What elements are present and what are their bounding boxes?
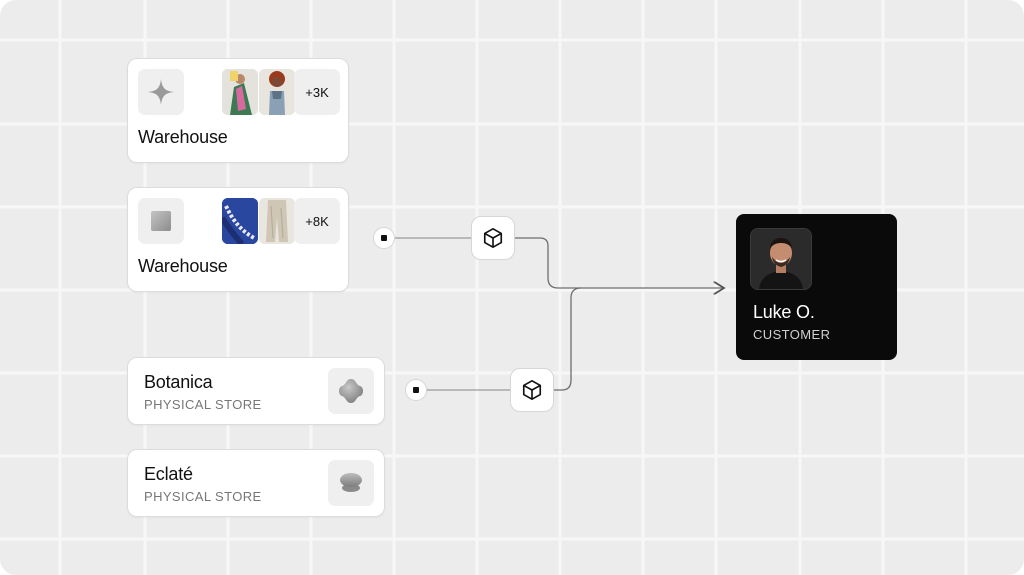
product-thumbnail — [259, 69, 295, 115]
connector-port[interactable] — [405, 379, 427, 401]
avatar — [750, 228, 812, 290]
item-count-badge: +3K — [294, 69, 340, 115]
store-type: PHYSICAL STORE — [144, 397, 262, 412]
product-thumbnail — [222, 198, 258, 244]
customer-name: Luke O. — [753, 302, 815, 322]
package-icon[interactable] — [471, 216, 515, 260]
product-thumbnail — [259, 198, 295, 244]
flow-line-bottom-bend — [554, 287, 582, 391]
store-type: PHYSICAL STORE — [144, 489, 262, 504]
package-icon[interactable] — [510, 368, 554, 412]
sparkle-icon — [138, 69, 184, 115]
stacked-disc-icon — [328, 460, 374, 506]
square-icon — [138, 198, 184, 244]
warehouse-title: Warehouse — [138, 127, 228, 147]
flow-line-top-bend — [515, 237, 724, 288]
product-thumbnail — [222, 69, 258, 115]
store-name: Botanica — [144, 372, 213, 392]
store-name: Eclaté — [144, 464, 193, 484]
warehouse-card-1[interactable]: +3K Warehouse — [127, 58, 349, 163]
customer-card[interactable]: Luke O. CUSTOMER — [736, 214, 897, 360]
item-count-badge: +8K — [294, 198, 340, 244]
store-card-eclate[interactable]: Eclaté PHYSICAL STORE — [127, 449, 385, 517]
customer-role: CUSTOMER — [753, 327, 831, 342]
connector-port[interactable] — [373, 227, 395, 249]
store-card-botanica[interactable]: Botanica PHYSICAL STORE — [127, 357, 385, 425]
warehouse-card-2[interactable]: +8K Warehouse — [127, 187, 349, 292]
blob-flower-icon — [328, 368, 374, 414]
warehouse-title: Warehouse — [138, 256, 228, 276]
